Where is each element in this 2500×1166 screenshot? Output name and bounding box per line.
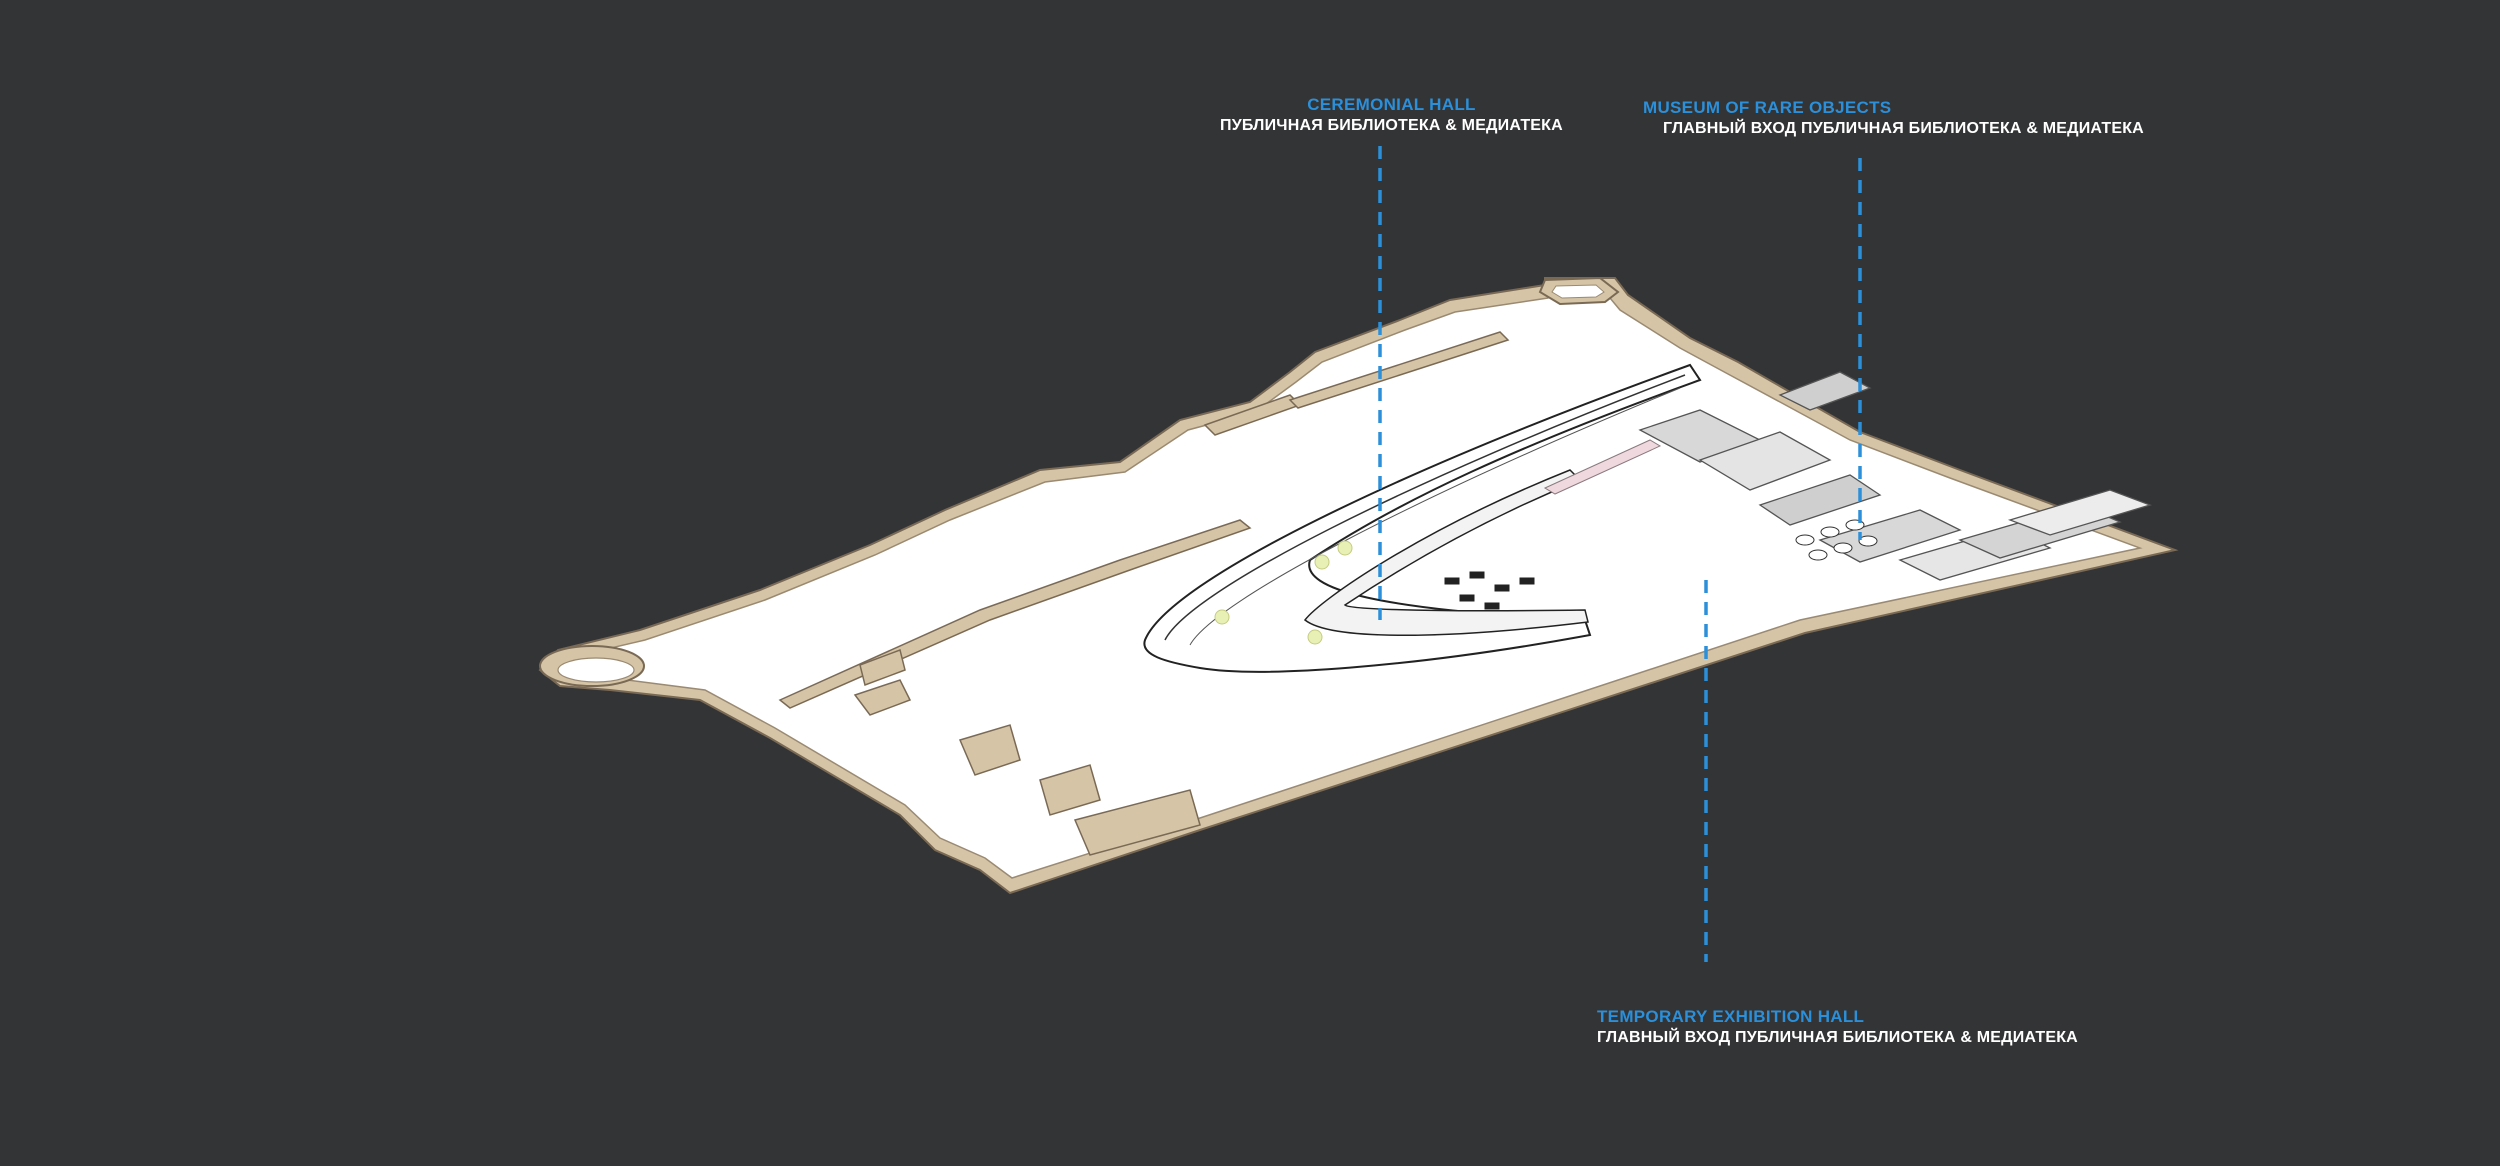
right-wing-rooms (1638, 371, 2153, 581)
temporary-hall-subtitle: ГЛАВНЫЙ ВХОД ПУБЛИЧНАЯ БИБЛИОТЕКА & МЕДИ… (1597, 1029, 2078, 1046)
trees (1214, 540, 1353, 645)
museum-title: MUSEUM OF RARE OBJECTS (1643, 98, 1892, 117)
ramp-band-2 (1189, 387, 1681, 646)
temporary-hall-label: TEMPORARY EXHIBITION HALL ГЛАВНЫЙ ВХОД П… (1597, 1008, 2078, 1046)
ceremonial-hall-label: CEREMONIAL HALL ПУБЛИЧНАЯ БИБЛИОТЕКА & М… (1220, 96, 1563, 134)
central-ramp (1143, 363, 1702, 673)
museum-label: MUSEUM OF RARE OBJECTS ГЛАВНЫЙ ВХОД ПУБЛ… (1643, 99, 2144, 137)
museum-subtitle: ГЛАВНЫЙ ВХОД ПУБЛИЧНАЯ БИБЛИОТЕКА & МЕДИ… (1663, 120, 2144, 137)
ramp-outer (1143, 363, 1702, 673)
leader-lines (1378, 146, 1862, 962)
ceremonial-tables (1444, 571, 1535, 610)
temporary-hall-title: TEMPORARY EXHIBITION HALL (1597, 1007, 1865, 1026)
museum-seating (1795, 519, 1878, 561)
ceremonial-hall-subtitle: ПУБЛИЧНАЯ БИБЛИОТЕКА & МЕДИАТЕКА (1220, 117, 1563, 134)
interior-walls (778, 331, 1510, 856)
apse-inner (557, 657, 635, 683)
ramp-band-1 (1164, 374, 1686, 641)
tower-inner (1551, 284, 1605, 299)
ceremonial-hall-title: CEREMONIAL HALL (1307, 95, 1476, 114)
ramp-pink-strip (1543, 439, 1662, 495)
